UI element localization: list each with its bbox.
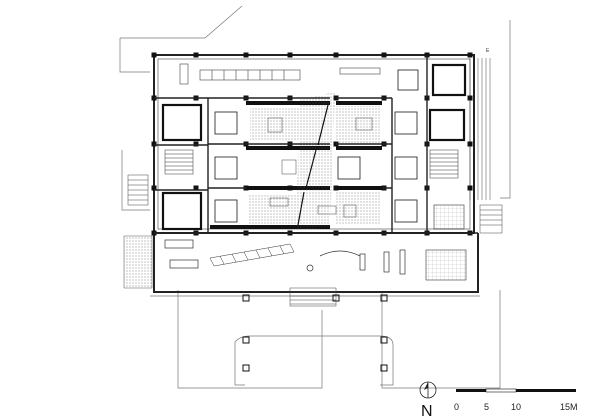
column-pier <box>467 185 473 191</box>
atrium-floor-hatch <box>248 92 381 230</box>
terrace-hatch <box>123 235 153 289</box>
scale-segment-1 <box>456 389 486 392</box>
plaza-pier <box>242 294 250 302</box>
lobby-ramp <box>209 243 295 267</box>
west-rooms <box>161 63 467 231</box>
lobby-furniture <box>164 239 406 275</box>
elevation-tag: E <box>486 48 490 54</box>
north-gallery-benches <box>179 63 381 85</box>
entrance-steps <box>289 287 337 307</box>
gallery-wall-bars <box>210 101 382 229</box>
column-pier <box>287 52 293 58</box>
north-arrow: N <box>419 381 437 420</box>
column-pier <box>193 141 199 147</box>
column-pier <box>381 52 387 58</box>
column-pier <box>467 52 473 58</box>
column-pier <box>333 52 339 58</box>
plaza-pier <box>380 294 388 302</box>
stair-west <box>164 149 194 175</box>
toilet-grid-hatch <box>425 204 467 281</box>
stair-exterior-west <box>127 174 149 206</box>
scale-label-15m: 15M <box>560 402 578 412</box>
scale-label-0: 0 <box>454 402 459 412</box>
column-pier <box>467 141 473 147</box>
gallery-displays <box>267 117 373 218</box>
column-pier <box>193 185 199 191</box>
ramp-diagonals <box>297 104 329 226</box>
column-pier <box>151 185 157 191</box>
column-pier <box>193 52 199 58</box>
plaza-pier <box>380 364 388 372</box>
column-pier <box>151 141 157 147</box>
scale-label-5: 5 <box>484 402 489 412</box>
plaza-pier <box>380 336 388 344</box>
scale-bar: 0 5 10 15M <box>454 388 578 412</box>
stair-exterior-east <box>479 204 503 234</box>
scale-segment-3 <box>516 389 576 392</box>
scale-label-10: 10 <box>511 402 521 412</box>
column-pier <box>243 52 249 58</box>
stair-east <box>429 149 459 179</box>
north-label: N <box>421 403 433 420</box>
plaza-pier <box>242 364 250 372</box>
scale-segment-2 <box>485 388 517 393</box>
column-pier <box>151 52 157 58</box>
interior-rooms <box>214 69 419 223</box>
plaza-pier <box>242 336 250 344</box>
column-pier <box>467 95 473 101</box>
